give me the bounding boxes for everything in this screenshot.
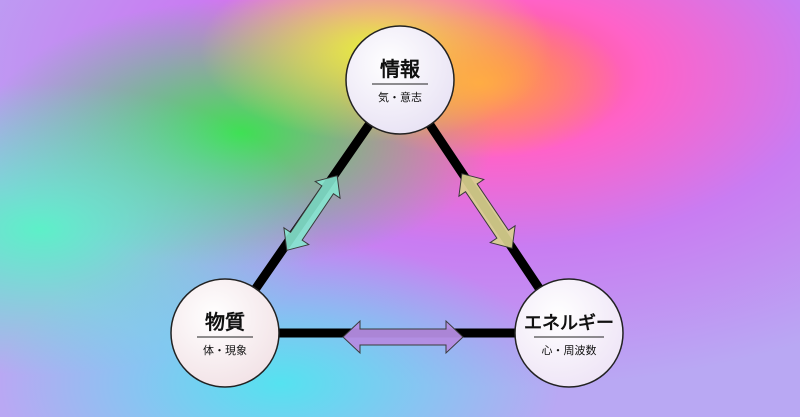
node-matter-circle	[170, 278, 280, 388]
node-information-title: 情報	[380, 57, 421, 81]
node-information-circle	[345, 25, 455, 135]
node-information-subtitle: 気・意志	[378, 90, 422, 104]
node-energy-title: エネルギー	[524, 313, 614, 334]
node-matter-title: 物質	[205, 310, 245, 334]
node-matter-subtitle: 体・現象	[203, 343, 247, 357]
node-matter: 物質 体・現象	[170, 278, 280, 388]
double-arrow-right	[458, 173, 516, 249]
node-energy: エネルギー 心・周波数	[514, 278, 624, 388]
node-information: 情報 気・意志	[345, 25, 455, 135]
double-arrow-bottom	[342, 319, 464, 355]
double-arrow-left	[283, 175, 341, 251]
node-energy-circle	[514, 278, 624, 388]
node-energy-subtitle: 心・周波数	[542, 344, 597, 357]
